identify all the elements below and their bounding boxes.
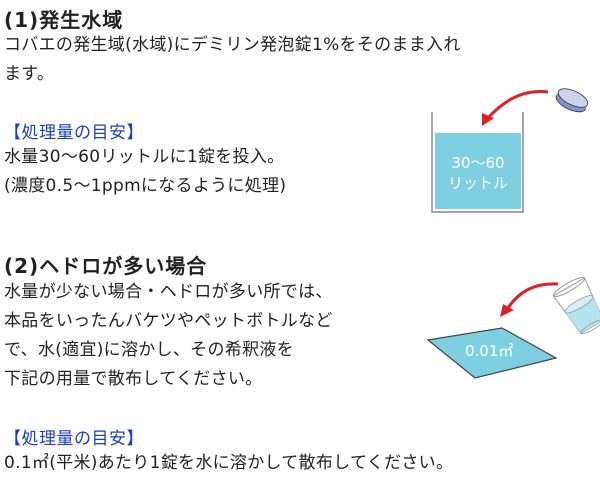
section1-body-line: コバエの発生域(水域)にデミリン発泡錠1%をそのまま入れ: [4, 35, 461, 55]
tank-label-line2: リットル: [447, 174, 508, 192]
section1-guide-line: 水量30～60リットルに1錠を投入。: [4, 147, 285, 167]
section1-guide-line: (濃度0.5～1ppmになるように処理): [4, 176, 287, 196]
section2-body-line: 下記の用量で散布してください。: [4, 369, 263, 389]
tank-label-line1: 30～60: [451, 154, 505, 172]
section2-guide-line: 0.1㎡(平米)あたり1錠を水に溶かして散布してください。: [4, 453, 454, 473]
section2-guide-title: 【処理量の目安】: [4, 429, 144, 449]
section1-heading: (1)発生水域: [4, 8, 124, 32]
glass-arrow-icon: [426, 276, 600, 379]
section2-heading: (2)ヘドロが多い場合: [4, 254, 208, 278]
section2-body-line: 水量が少ない場合・ヘドロが多い所では、: [4, 282, 333, 302]
section1-guide-title: 【処理量の目安】: [4, 123, 144, 143]
tank-illustration: 30～60 リットル: [420, 80, 600, 220]
section2-body-line: で、水(適宜)に溶かし、その希釈液を: [4, 340, 294, 360]
area-size-label: 0.01㎡: [465, 342, 514, 360]
tank-volume-label: 30～60 リットル: [435, 153, 521, 193]
tank-arrow-icon: [431, 88, 589, 213]
section1-body-line: ます。: [4, 64, 55, 84]
section2-body-line: 本品をいったんバケツやペットボトルなど: [4, 311, 333, 331]
spray-area-illustration: 0.01㎡: [410, 260, 600, 390]
